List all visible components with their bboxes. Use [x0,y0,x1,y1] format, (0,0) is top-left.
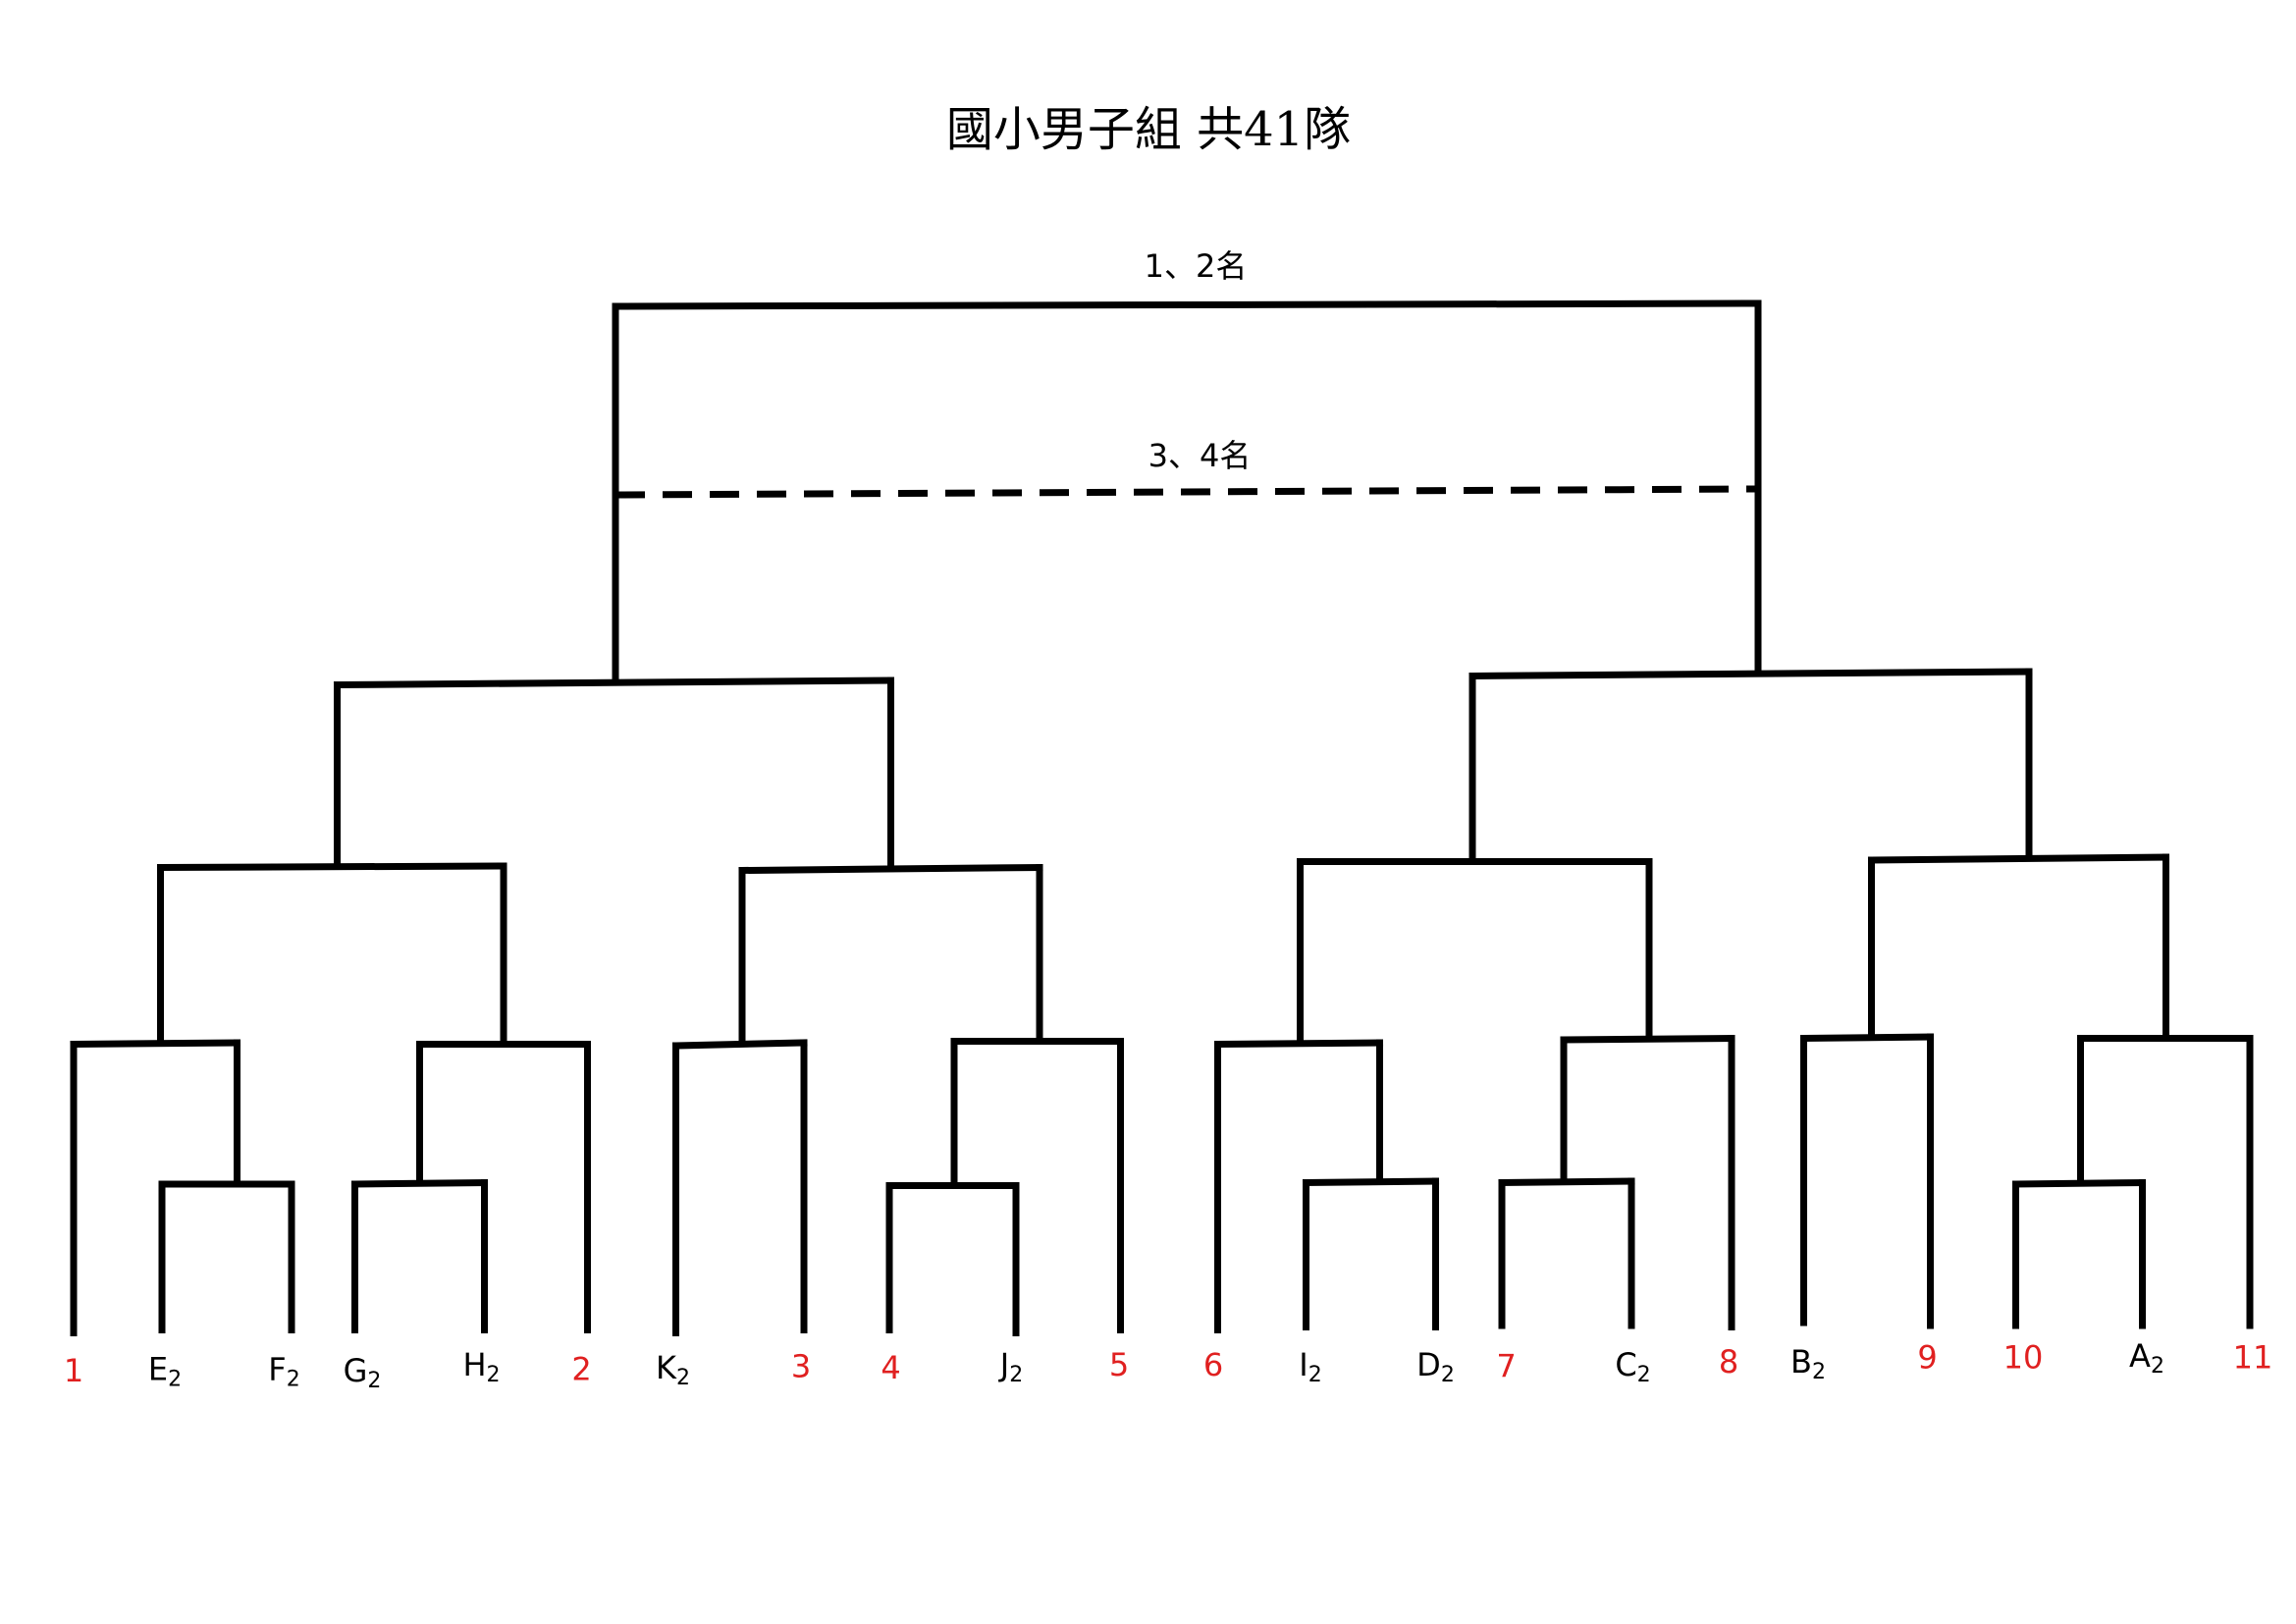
seed-number-label: 1 [64,1352,83,1389]
team-label: E2 [148,1351,182,1392]
slot-main-text: J [998,1346,1009,1383]
slot-main-text: E [148,1351,168,1388]
team-label: A2 [2129,1337,2164,1379]
seed-number-label: 2 [571,1351,591,1388]
slot-main-text: C [1615,1346,1636,1383]
slot-main-text: 6 [1203,1346,1223,1383]
slot-main-text: 1 [64,1352,83,1389]
bracket-line [738,863,1043,875]
seed-number-label: 5 [1109,1346,1129,1383]
seed-number-label: 4 [881,1349,900,1386]
bracket-line [70,1039,241,1049]
slot-main-text: 7 [1496,1348,1516,1385]
bracket-line [1867,853,2170,864]
bracket-line [1498,1177,1635,1187]
bracket-line [2011,1178,2147,1188]
slot-main-text: A [2129,1337,2151,1375]
slot-main-text: H [462,1346,486,1383]
slot-main-text: 4 [881,1349,900,1386]
bracket-line [1560,1034,1735,1044]
team-label: H2 [462,1346,500,1387]
slot-main-text: F [268,1351,286,1388]
slot-main-text: I [1299,1346,1308,1383]
team-label: D2 [1416,1346,1455,1387]
team-label: B2 [1790,1343,1826,1384]
seed-number-label: 8 [1719,1343,1738,1380]
team-label: K2 [656,1349,690,1390]
slot-main-text: G [344,1352,368,1389]
team-label: G2 [344,1352,382,1393]
slot-main-text: 5 [1109,1346,1129,1383]
seed-number-label: 3 [791,1348,811,1385]
team-label: F2 [268,1351,299,1392]
seed-number-label: 11 [2233,1339,2273,1377]
bracket-line [333,677,895,689]
slot-subscript-text: 2 [168,1368,182,1392]
slot-main-text: 3 [791,1348,811,1385]
bracket-line [612,299,1762,310]
slot-main-text: 8 [1719,1343,1738,1380]
slot-subscript-text: 2 [2151,1354,2164,1379]
third-place-dashed-line [614,485,1759,499]
slot-main-text: B [1790,1343,1812,1380]
final-label: 1、2名 [1145,247,1248,285]
bracket-line [1213,1039,1384,1049]
slot-main-text: 2 [571,1351,591,1388]
team-label: I2 [1299,1346,1321,1387]
slot-subscript-text: 2 [487,1363,501,1387]
slot-subscript-text: 2 [1637,1363,1651,1387]
slot-subscript-text: 2 [676,1366,690,1390]
slot-main-text: 11 [2233,1339,2273,1377]
slot-main-text: K [656,1349,677,1386]
bracket-line [671,1039,808,1050]
page-title: 國小男子組 共41隊 [946,102,1351,157]
bracket-line [156,862,507,872]
slot-subscript-text: 2 [1308,1363,1322,1387]
seed-number-label: 10 [2003,1339,2044,1377]
bracket-line [1799,1033,1935,1043]
bracket-line [1468,668,2033,680]
slot-subscript-text: 2 [1009,1363,1023,1387]
seed-number-label: 9 [1917,1339,1937,1377]
team-label: J2 [998,1346,1023,1387]
seed-number-label: 7 [1496,1348,1516,1385]
slot-subscript-text: 2 [287,1368,300,1392]
slot-subscript-text: 2 [367,1369,381,1393]
bracket-line [1302,1177,1440,1187]
slot-subscript-text: 2 [1441,1363,1455,1387]
slot-main-text: 9 [1917,1339,1937,1377]
team-label: C2 [1615,1346,1650,1387]
slot-subscript-text: 2 [1812,1360,1826,1384]
slot-main-text: D [1416,1346,1441,1383]
slot-main-text: 10 [2003,1339,2044,1377]
third-place-label: 3、4名 [1148,437,1252,474]
bracket-lines [70,299,2254,1336]
seed-number-label: 6 [1203,1346,1223,1383]
bracket-line [350,1178,489,1188]
